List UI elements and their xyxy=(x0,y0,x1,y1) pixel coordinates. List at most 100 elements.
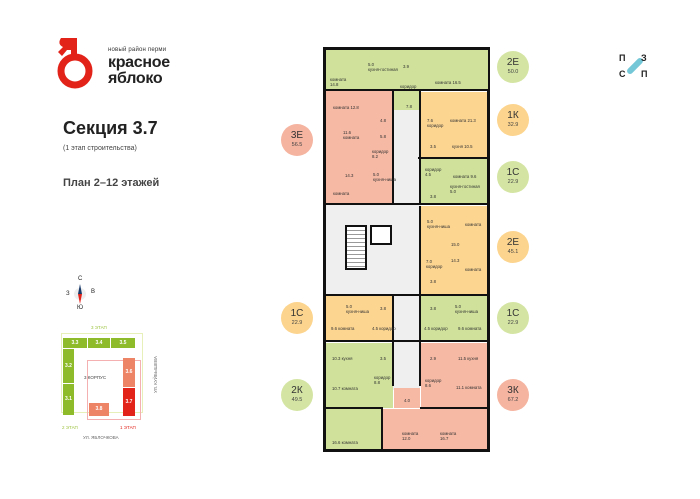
room-label: комната xyxy=(453,174,470,179)
room-label: 45.1 xyxy=(507,249,519,255)
room-label: 32.9 xyxy=(507,122,519,128)
room-label: 67.2 xyxy=(507,397,519,403)
room-label: 4.0 xyxy=(404,398,410,403)
compass-east: В xyxy=(91,289,96,295)
room-label: кухня xyxy=(452,144,463,149)
room-label: 5.0 xyxy=(427,219,433,224)
room-label: 22.9 xyxy=(507,179,519,185)
room-label: 14.8 xyxy=(330,82,339,87)
room-label: 10.5 xyxy=(464,144,473,149)
compass-west: З xyxy=(66,291,70,297)
apartment-3k[interactable] xyxy=(421,343,487,408)
room-label: 11.5 кухня xyxy=(458,356,478,361)
room-label: 5.0 xyxy=(450,189,456,194)
room-label: 3.8 xyxy=(430,194,436,199)
street-bottom-label: УЛ. ЯБЛОЧКОВА xyxy=(83,435,119,440)
section-3.1[interactable]: 3.1 xyxy=(63,384,74,415)
section-3.2[interactable]: 3.2 xyxy=(63,349,74,383)
compass-south: Ю xyxy=(77,305,84,311)
room-label: комната xyxy=(330,77,347,82)
room-label: 5.0 xyxy=(346,304,352,309)
room-label: З xyxy=(641,53,647,63)
room-label: 9.6 комната xyxy=(331,326,354,331)
room-label: 4.5 xyxy=(372,326,378,331)
section-3.8[interactable]: 3.8 xyxy=(89,403,109,416)
room-label: кухня 10.5 xyxy=(452,144,473,149)
room-label: комната xyxy=(333,105,350,110)
apartment-1c-left[interactable] xyxy=(326,296,393,340)
apartment-1k[interactable] xyxy=(421,92,487,157)
room-label: 2.9 xyxy=(430,356,436,361)
elevator xyxy=(370,225,392,245)
wall xyxy=(392,296,394,386)
room-label: комната xyxy=(333,191,350,196)
section-3.4[interactable]: 3.4 xyxy=(88,338,110,348)
section-3.5[interactable]: 3.5 xyxy=(111,338,135,348)
compass-north: С xyxy=(78,276,83,282)
room-label: П xyxy=(619,53,626,63)
wall xyxy=(323,294,490,296)
room-label: 2К xyxy=(291,385,303,396)
room-label: комната xyxy=(435,80,452,85)
room-label: 3К xyxy=(507,385,519,396)
room-label: 12.8 xyxy=(350,105,359,110)
apartment-2e-top[interactable] xyxy=(326,50,488,90)
section-3.7[interactable]: 3.7 xyxy=(123,388,135,416)
room-label: П xyxy=(641,69,648,79)
room-label: 10.3 xyxy=(332,356,341,361)
room-label: 7.8 xyxy=(406,104,412,109)
room-label: комната xyxy=(341,440,358,445)
room-label: С xyxy=(619,69,626,79)
floor-range-label: План 2–12 этажей xyxy=(63,177,160,189)
apartment-2e-right[interactable] xyxy=(421,206,487,294)
room-label: коридор xyxy=(426,264,443,269)
room-label: 4.8 xyxy=(380,118,386,123)
pzsp-icon: П З С П xyxy=(616,50,652,82)
room-label: кухня-ниша xyxy=(346,309,369,314)
wall xyxy=(323,340,490,342)
room-label: 2Е xyxy=(506,57,520,68)
room-label: 1С xyxy=(290,308,304,319)
room-label: 5.8 xyxy=(380,134,386,139)
room-label: кухня xyxy=(467,356,479,361)
room-label: 15.0 xyxy=(451,242,460,247)
room-label: комната xyxy=(440,431,457,436)
section-3.6[interactable]: 3.6 xyxy=(123,358,135,387)
apartment-3e[interactable] xyxy=(326,91,393,203)
apartment-1c-right[interactable] xyxy=(421,296,487,340)
section-3.3[interactable]: 3.3 xyxy=(63,338,87,348)
room-label: комната xyxy=(450,118,467,123)
room-label: кухня-гостиная xyxy=(450,184,480,189)
logo-name: красное яблоко xyxy=(108,54,170,87)
room-label: 49.5 xyxy=(291,397,303,403)
room-label: 10.7 комната xyxy=(332,386,358,391)
block-label: 3 КОРПУС xyxy=(84,375,107,380)
room-label: 4.5 xyxy=(425,172,431,177)
room-label: 8.8 xyxy=(374,380,380,385)
wall xyxy=(323,407,383,409)
room-label: 3.8 xyxy=(380,306,386,311)
wall xyxy=(381,407,383,452)
room-label: 1С xyxy=(506,167,520,178)
room-label: 16.6 комната xyxy=(332,440,358,445)
room-label: 56.5 xyxy=(291,142,303,148)
wall xyxy=(323,89,421,91)
room-label: 3.5 xyxy=(430,144,436,149)
apartment-1c-right-top[interactable] xyxy=(421,158,487,204)
room-label: коридор xyxy=(431,326,448,331)
apartment-2k[interactable] xyxy=(326,343,393,408)
wall xyxy=(419,206,421,386)
